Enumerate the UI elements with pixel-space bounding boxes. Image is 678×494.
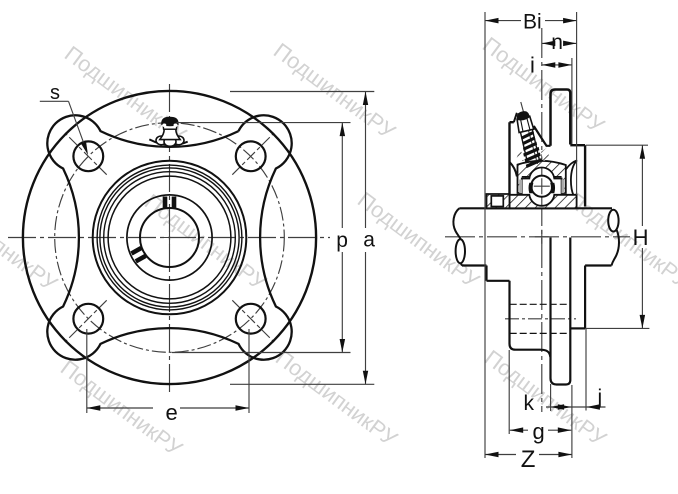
svg-text:Bi: Bi (523, 11, 542, 34)
svg-text:j: j (597, 386, 603, 409)
svg-text:g: g (533, 419, 545, 444)
svg-text:i: i (530, 53, 535, 78)
svg-text:n: n (551, 31, 563, 54)
svg-text:p: p (336, 229, 348, 252)
svg-text:e: e (166, 400, 178, 425)
svg-text:k: k (524, 392, 535, 415)
svg-text:a: a (363, 229, 375, 252)
svg-text:Z: Z (521, 446, 536, 473)
svg-text:H: H (633, 225, 649, 250)
svg-text:s: s (50, 82, 60, 104)
